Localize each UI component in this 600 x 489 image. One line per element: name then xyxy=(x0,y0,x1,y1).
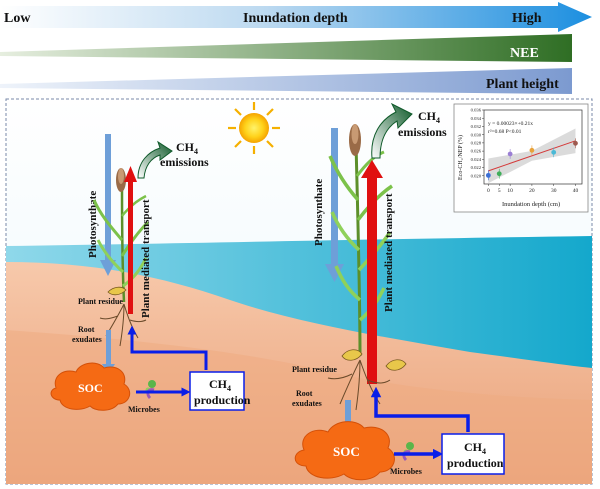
depth-title: Inundation depth xyxy=(243,11,348,26)
depth-high-label: High xyxy=(512,11,542,26)
inset-plot: 0.020 0.022 0.024 0.026 0.028 0.030 0.032 0.034… xyxy=(453,103,589,213)
right-residue-leaf-icon xyxy=(341,349,363,361)
data-point xyxy=(507,151,513,157)
plant-height-wedge xyxy=(0,68,572,94)
inset-xlabel: Inundation depth (cm) xyxy=(502,201,560,208)
left-ch4-box-label: CH4 xyxy=(209,377,231,393)
right-residue-leaf-icon-2 xyxy=(385,359,407,371)
right-roots xyxy=(327,359,391,411)
right-transport-arrow xyxy=(361,160,383,384)
data-point xyxy=(573,140,578,146)
right-photosynthate-label: Photosynthate xyxy=(313,179,325,246)
left-emissions-label: emissions xyxy=(160,155,209,169)
right-photosynthate-arrow xyxy=(325,128,344,282)
left-production-label: production xyxy=(194,393,251,407)
x-tick-label: 10 xyxy=(507,188,513,194)
right-transport-label: Plant mediated transport xyxy=(383,193,395,312)
left-ch4-production-box xyxy=(189,371,245,411)
data-point xyxy=(551,149,557,155)
right-exudates-label: exudates xyxy=(292,399,322,408)
left-plant-residue-label: Plant residue xyxy=(78,297,123,306)
y-tick-label: 0.028 xyxy=(471,140,482,145)
left-residue-leaf-icon xyxy=(107,286,127,296)
right-soc-label: SOC xyxy=(333,444,360,459)
y-tick-label: 0.032 xyxy=(471,124,482,129)
left-ch4-label: CH4 xyxy=(176,140,198,156)
right-emissions-label: emissions xyxy=(398,125,447,139)
x-tick-label: 40 xyxy=(573,188,579,194)
sun-icon xyxy=(228,102,280,154)
right-ch4-production-box xyxy=(441,433,505,475)
left-root-label: Root xyxy=(78,325,95,334)
right-ch4-box-label: CH4 xyxy=(464,440,486,456)
right-production-label: production xyxy=(447,456,504,470)
inset-equation: y = 0.00023×+0.21x xyxy=(488,121,533,127)
left-transport-arrow xyxy=(124,166,137,314)
x-tick-label: 30 xyxy=(551,188,557,194)
inset-ylabel: Eco-CH₄/NEP (%) xyxy=(457,135,464,180)
left-soc-cloud xyxy=(50,362,131,411)
inset-stats: r²=0.68 P<0.01 xyxy=(488,129,522,135)
y-tick-label: 0.036 xyxy=(471,108,482,113)
x-tick-label: 0 xyxy=(487,188,490,194)
nee-label: NEE xyxy=(510,46,539,61)
y-tick-label: 0.020 xyxy=(471,173,482,178)
left-ch4-to-root-flow xyxy=(127,325,208,370)
x-tick-label: 20 xyxy=(529,188,535,194)
data-point xyxy=(485,172,491,178)
right-emissions-arrow xyxy=(371,102,413,159)
left-emissions-arrow xyxy=(137,140,173,179)
x-tick-label: 5 xyxy=(498,188,501,194)
left-microbes-label: Microbes xyxy=(128,405,160,414)
right-ch4-label: CH4 xyxy=(418,109,440,125)
left-transport-label: Plant mediated transport xyxy=(140,199,152,318)
right-plant-residue-label: Plant residue xyxy=(292,365,337,374)
y-tick-label: 0.026 xyxy=(471,149,482,154)
plant-height-label: Plant height xyxy=(486,77,559,92)
data-point xyxy=(529,147,535,153)
inundation-depth-bar xyxy=(0,2,592,32)
trend-line xyxy=(488,140,576,172)
right-soc-cloud xyxy=(294,421,395,481)
left-photosynthate-arrow xyxy=(100,134,116,276)
depth-low-label: Low xyxy=(4,11,31,26)
right-ch4-to-root-flow xyxy=(370,386,470,432)
nee-wedge xyxy=(0,34,572,62)
y-tick-label: 0.034 xyxy=(471,116,482,121)
y-tick-label: 0.022 xyxy=(471,165,482,170)
right-root-label: Root xyxy=(296,389,313,398)
right-microbes-label: Microbes xyxy=(390,467,422,476)
y-tick-label: 0.030 xyxy=(471,132,482,137)
left-soc-label: SOC xyxy=(78,381,103,395)
data-point xyxy=(496,171,502,177)
y-tick-label: 0.024 xyxy=(471,157,482,162)
left-exudates-label: exudates xyxy=(72,335,102,344)
